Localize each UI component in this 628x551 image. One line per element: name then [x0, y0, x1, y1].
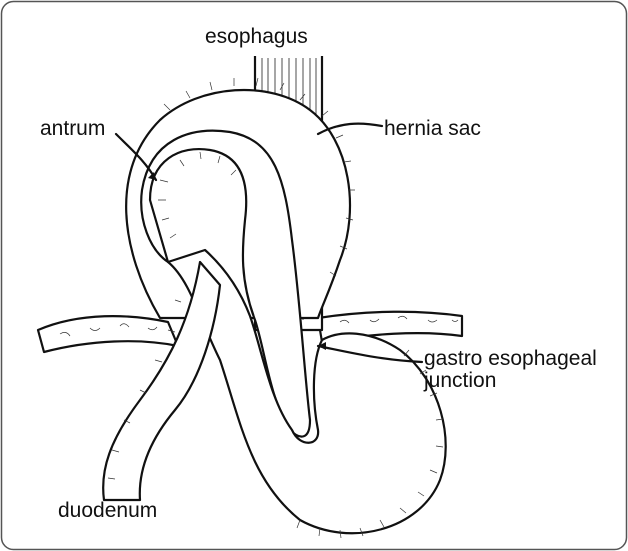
- label-hernia-sac: hernia sac: [384, 118, 481, 140]
- label-esophagus: esophagus: [205, 26, 308, 48]
- label-gej-line1: gastro esophageal: [424, 348, 597, 370]
- label-gej-line2: junction: [424, 370, 597, 392]
- diaphragm-left: [38, 316, 178, 352]
- label-duodenum: duodenum: [58, 500, 157, 522]
- label-antrum: antrum: [40, 118, 105, 140]
- label-gastro-esophageal-junction: gastro esophageal junction: [424, 348, 597, 392]
